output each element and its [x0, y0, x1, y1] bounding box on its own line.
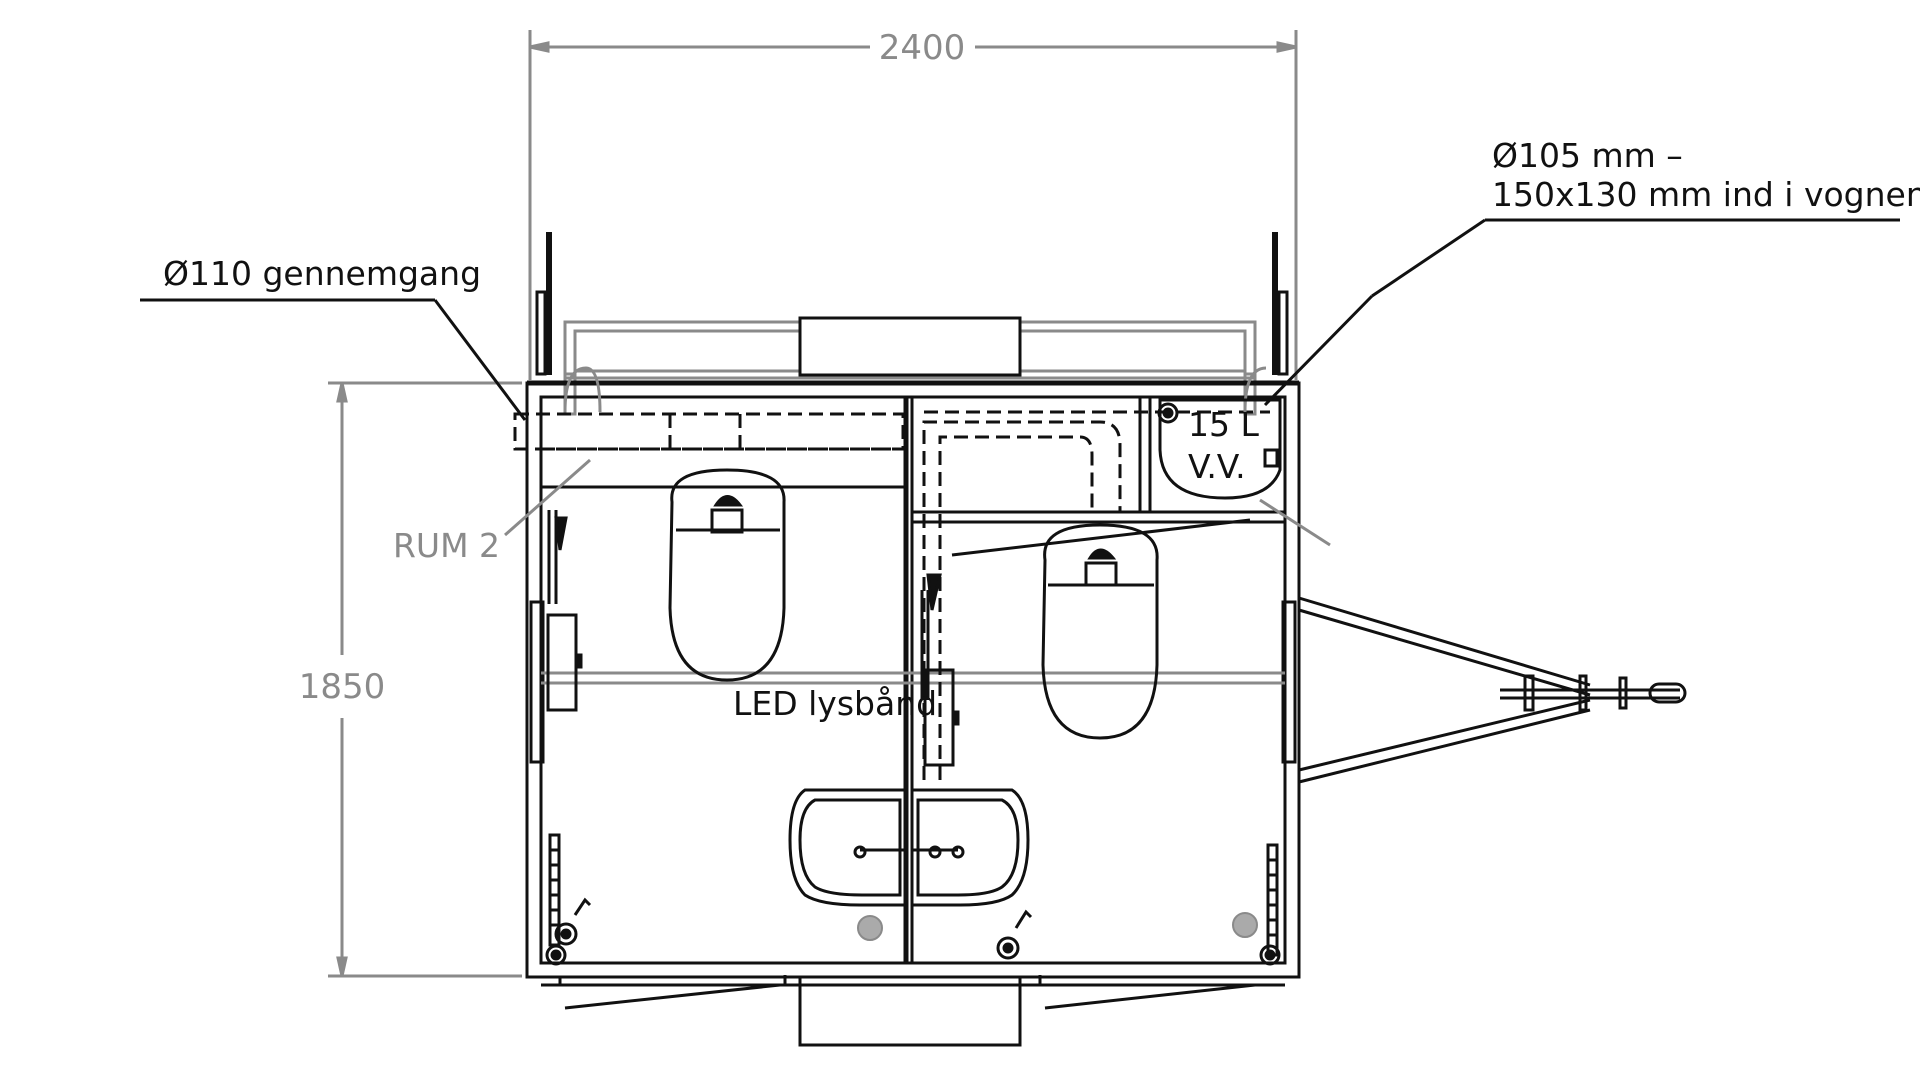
tow-bar: [1298, 596, 1687, 784]
sink-room-1: [910, 788, 1030, 907]
pass-through-leader: [140, 298, 527, 421]
toilet-room-1: [1041, 523, 1159, 740]
heater-label-volume: 15 L: [1188, 405, 1259, 444]
vent-label-line2: 150x130 mm ind i vognen: [1492, 175, 1920, 214]
pass-through-label: Ø110 gennemgang: [163, 254, 481, 293]
heater-leader: [1259, 498, 1331, 547]
toilet-room-2: [668, 468, 786, 682]
door-hinge-room-2: [547, 510, 568, 604]
door-hinge-room-1: [920, 573, 942, 700]
drain-markers: [857, 912, 1258, 941]
water-heater: [1157, 398, 1282, 500]
floor-drains: [545, 897, 1281, 966]
paper-dispenser-room-2: [546, 613, 583, 712]
paper-dispenser-room-1: [923, 668, 960, 767]
vent-leader: [1263, 218, 1900, 407]
width-dimension-label: 2400: [879, 28, 966, 68]
heater-label-type: V.V.: [1188, 447, 1246, 486]
sink-room-2: [788, 788, 908, 907]
entry-step: [541, 975, 1285, 1047]
room-label: RUM 2: [393, 526, 500, 565]
room-1-leader: [951, 518, 1251, 557]
rear-platform: [535, 232, 1289, 376]
pass-through-pipe: [563, 366, 1267, 413]
led-strip: [541, 671, 1285, 685]
rear-step: [798, 316, 1022, 377]
ventilation-duct: [513, 410, 1270, 780]
height-dimension-label: 1850: [299, 667, 386, 707]
height-dimension: [328, 381, 522, 978]
vent-label-line1: Ø105 mm –: [1492, 136, 1683, 175]
led-label: LED lysbånd: [733, 684, 937, 723]
room-leader: [504, 458, 591, 537]
width-dimension: [528, 30, 1298, 380]
